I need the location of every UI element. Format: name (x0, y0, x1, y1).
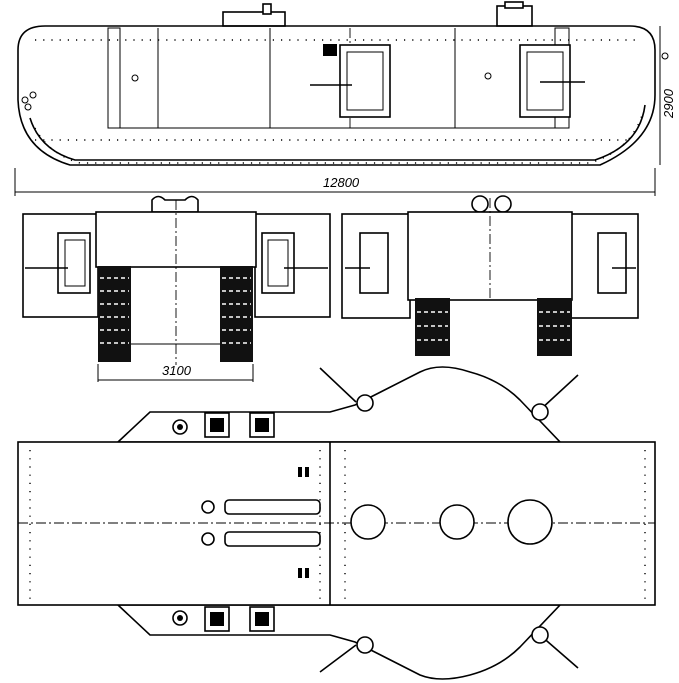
gun-upper-left (319, 367, 357, 403)
front-track-right (220, 266, 253, 362)
side-panel-left (107, 27, 121, 129)
hatch (204, 606, 230, 632)
ventilator (350, 504, 386, 540)
length-label: 12800 (323, 175, 360, 190)
height-label: 2900 (661, 88, 676, 119)
rear-view (341, 195, 639, 356)
gun-upper-right (539, 374, 579, 411)
rear-track-left (415, 298, 450, 356)
ventilator (439, 504, 475, 540)
track-width-label: 3100 (162, 363, 192, 378)
exhaust-pipe (224, 531, 321, 547)
side-turret-left (222, 11, 286, 27)
length-dimension: 12800 (14, 168, 656, 196)
front-track-left (98, 266, 131, 362)
top-view (17, 366, 656, 680)
ventilator (507, 499, 553, 545)
front-view: 3100 (22, 195, 331, 382)
side-turret-right (496, 5, 533, 27)
side-hull (17, 25, 656, 166)
side-view (17, 1, 669, 166)
rear-track-right (537, 298, 572, 356)
side-sponson-left (339, 44, 391, 118)
side-sponson-right (519, 44, 571, 118)
exhaust-pipe (224, 499, 321, 515)
top-hull (17, 441, 656, 606)
hatch (204, 412, 230, 438)
gun-lower-left (319, 644, 357, 673)
height-dimension: 2900 (659, 26, 676, 165)
rear-body (407, 211, 573, 301)
side-track (29, 104, 646, 161)
